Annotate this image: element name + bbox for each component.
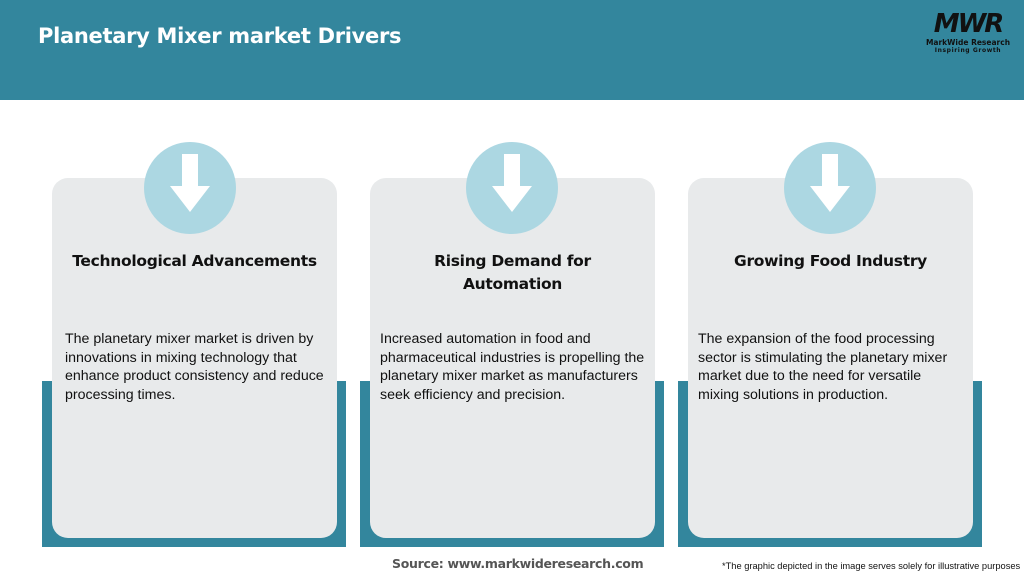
driver-card-technological-advancements: Technological Advancements The planetary… xyxy=(52,178,337,538)
logo-name: MarkWide Research xyxy=(925,38,1011,47)
card-title: Technological Advancements xyxy=(72,252,317,270)
logo-mark: MWR xyxy=(933,9,1005,39)
source-credit: Source: www.markwideresearch.com xyxy=(392,556,644,571)
page-title: Planetary Mixer market Drivers xyxy=(38,24,402,48)
card-text: Increased automation in food and pharmac… xyxy=(380,331,645,403)
card-text: The expansion of the food processing sec… xyxy=(698,331,948,403)
arrow-down-icon xyxy=(784,142,876,234)
disclaimer-note: *The graphic depicted in the image serve… xyxy=(722,561,1021,571)
driver-card-rising-demand-for-automation: Rising Demand for Automation Increased a… xyxy=(370,178,655,538)
card-text: The planetary mixer market is driven by … xyxy=(65,331,324,403)
arrow-down-icon xyxy=(466,142,558,234)
logo-tagline: Inspiring Growth xyxy=(934,47,1002,54)
card-title: Rising Demand for Automation xyxy=(434,252,591,293)
driver-card-growing-food-industry: Growing Food Industry The expansion of t… xyxy=(688,178,973,538)
header-banner: Planetary Mixer market Drivers MWR MarkW… xyxy=(0,0,1024,100)
markwide-logo: MWR MarkWide Research Inspiring Growth xyxy=(922,10,1014,58)
arrow-down-icon xyxy=(144,142,236,234)
card-title: Growing Food Industry xyxy=(734,252,927,270)
